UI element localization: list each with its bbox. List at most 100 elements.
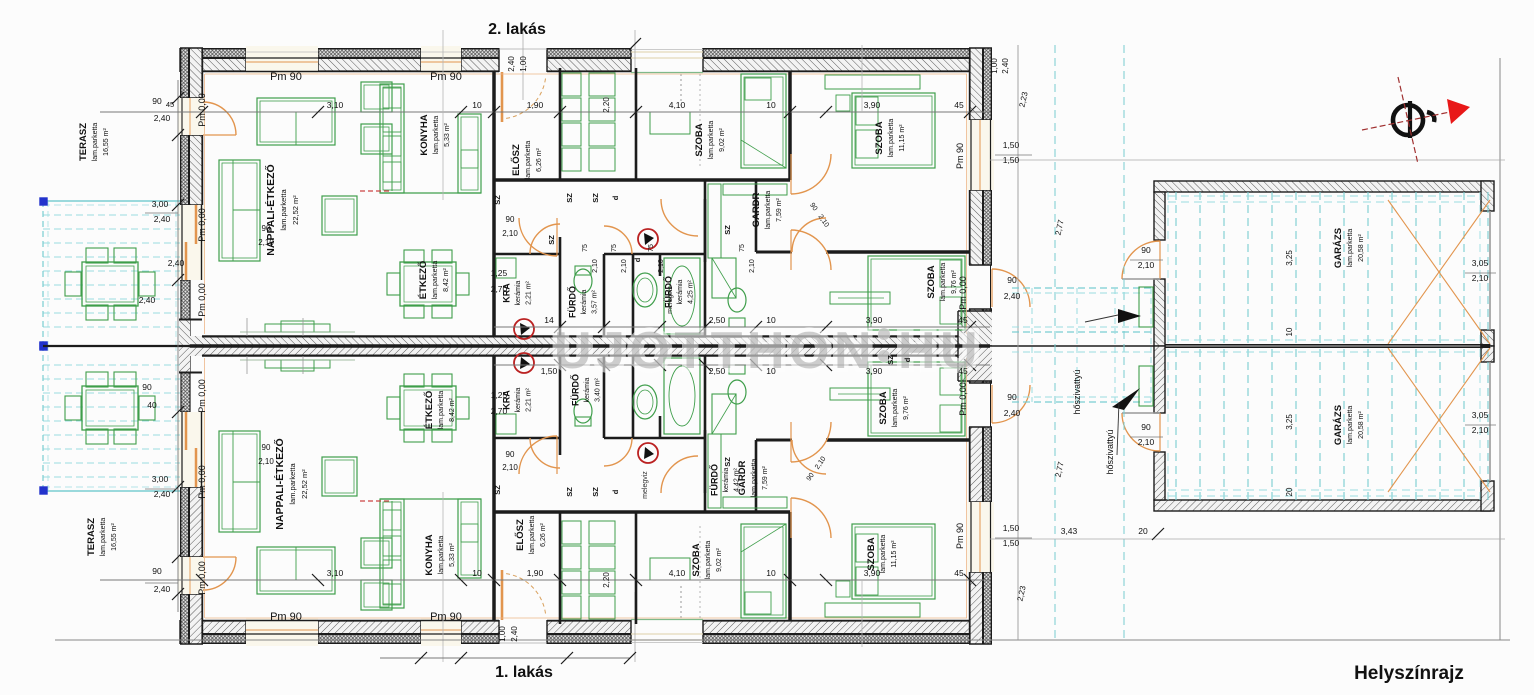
svg-text:Pm 0,00: Pm 0,00 [197, 465, 207, 499]
svg-text:10: 10 [1285, 327, 1294, 336]
svg-text:TERASZ: TERASZ [78, 123, 89, 161]
svg-text:KONYHA: KONYHA [419, 114, 430, 155]
svg-text:45: 45 [166, 100, 174, 109]
svg-text:2,10: 2,10 [1138, 437, 1155, 447]
svg-text:11,15 m²: 11,15 m² [899, 124, 906, 152]
svg-text:lam.parketta: lam.parketta [705, 541, 712, 580]
svg-text:lam.parketta: lam.parketta [438, 391, 445, 430]
svg-text:lam.parketta: lam.parketta [432, 261, 439, 300]
svg-text:2,10: 2,10 [258, 238, 274, 247]
svg-text:KONYHA: KONYHA [424, 534, 435, 575]
svg-text:2,40: 2,40 [154, 113, 171, 123]
svg-text:2. lakás: 2. lakás [488, 21, 546, 38]
svg-text:d: d [611, 195, 620, 200]
svg-text:ELŐSZ: ELŐSZ [514, 519, 526, 551]
svg-text:16,55 m²: 16,55 m² [103, 128, 110, 156]
svg-text:2,10: 2,10 [658, 259, 665, 273]
svg-text:3,25: 3,25 [1285, 250, 1294, 266]
svg-text:NAPPALI-ÉTKEZŐ: NAPPALI-ÉTKEZŐ [264, 164, 277, 255]
svg-text:SZ: SZ [493, 485, 502, 495]
svg-text:20: 20 [1138, 526, 1148, 536]
svg-text:2,40: 2,40 [510, 626, 519, 642]
svg-text:90: 90 [152, 566, 162, 576]
svg-text:ÉTKEZŐ: ÉTKEZŐ [417, 261, 429, 300]
svg-text:hőszivattyú: hőszivattyú [1072, 369, 1082, 414]
svg-text:d: d [633, 257, 642, 262]
svg-text:2,21 m²: 2,21 m² [526, 387, 533, 411]
svg-text:2,20: 2,20 [602, 97, 611, 113]
svg-text:14: 14 [544, 315, 554, 325]
svg-text:45: 45 [958, 315, 968, 325]
svg-text:90: 90 [262, 224, 271, 233]
svg-text:lam.parketta: lam.parketta [708, 121, 715, 160]
svg-text:9,02 m²: 9,02 m² [719, 127, 726, 151]
svg-text:SZ: SZ [723, 225, 732, 235]
svg-text:KRA: KRA [502, 390, 512, 410]
svg-text:FÜRDŐ: FÜRDŐ [567, 286, 578, 318]
svg-text:SZ: SZ [565, 193, 574, 203]
svg-text:2,10: 2,10 [1472, 425, 1489, 435]
svg-text:3,10: 3,10 [327, 100, 344, 110]
svg-text:22,52 m²: 22,52 m² [300, 469, 309, 499]
svg-text:75: 75 [739, 244, 746, 252]
svg-text:KRA: KRA [502, 283, 512, 303]
svg-text:2,40: 2,40 [1004, 291, 1021, 301]
svg-text:75: 75 [611, 244, 618, 252]
svg-text:1,25: 1,25 [491, 390, 508, 400]
svg-text:2,21 m²: 2,21 m² [526, 280, 533, 304]
svg-text:20: 20 [1285, 487, 1294, 496]
svg-text:SZ: SZ [591, 193, 600, 203]
svg-text:SZOBA: SZOBA [926, 265, 937, 298]
svg-text:5,33 m²: 5,33 m² [444, 122, 451, 146]
svg-text:3,40 m²: 3,40 m² [595, 377, 602, 401]
svg-text:3,90: 3,90 [866, 366, 883, 376]
svg-text:Pm 90: Pm 90 [430, 611, 462, 623]
svg-text:6,26 m²: 6,26 m² [536, 147, 543, 171]
svg-text:2,77: 2,77 [1054, 218, 1066, 236]
svg-text:Pm 0,00: Pm 0,00 [197, 379, 207, 413]
svg-text:1,50: 1,50 [541, 366, 558, 376]
svg-text:FÜRDŐ: FÜRDŐ [570, 374, 581, 406]
svg-text:1,50: 1,50 [1003, 538, 1020, 548]
svg-text:1,00: 1,00 [498, 626, 507, 642]
svg-text:90: 90 [506, 450, 515, 459]
svg-text:Helyszínrajz: Helyszínrajz [1354, 663, 1464, 684]
svg-text:SZ: SZ [547, 235, 556, 245]
svg-text:10: 10 [766, 315, 776, 325]
svg-text:HU: HU [898, 322, 982, 380]
svg-text:melegviz: melegviz [642, 471, 649, 499]
svg-text:kerámia: kerámia [515, 280, 522, 305]
svg-text:2,70: 2,70 [491, 284, 508, 294]
svg-text:2,10: 2,10 [502, 229, 518, 238]
svg-text:3,00: 3,00 [152, 199, 169, 209]
svg-text:11,15 m²: 11,15 m² [891, 540, 898, 568]
svg-text:90: 90 [506, 215, 515, 224]
svg-text:2,70: 2,70 [491, 406, 508, 416]
svg-text:7,59 m²: 7,59 m² [762, 465, 769, 489]
svg-text:3,57 m²: 3,57 m² [592, 289, 599, 313]
svg-text:3,90: 3,90 [866, 315, 883, 325]
svg-text:10: 10 [766, 366, 776, 376]
svg-text:SZOBA: SZOBA [691, 543, 702, 576]
svg-text:2,20: 2,20 [602, 572, 611, 588]
svg-text:lam.parketta: lam.parketta [765, 191, 772, 230]
svg-text:lam.parketta: lam.parketta [940, 263, 947, 302]
svg-text:2,40: 2,40 [139, 295, 156, 305]
svg-text:UJOTTHON: UJOTTHON [554, 322, 876, 380]
svg-text:lam.parketta: lam.parketta [888, 119, 895, 158]
svg-text:lam.parketta: lam.parketta [529, 516, 536, 555]
svg-text:HU: HU [898, 322, 982, 380]
svg-text:90: 90 [1141, 245, 1151, 255]
svg-text:lam.parketta: lam.parketta [525, 141, 532, 180]
svg-text:kerámia: kerámia [515, 387, 522, 412]
svg-text:lam.parketta: lam.parketta [892, 389, 899, 428]
svg-text:4,25 m²: 4,25 m² [688, 279, 695, 303]
svg-text:Pm 90: Pm 90 [955, 143, 965, 169]
svg-text:2,40: 2,40 [507, 56, 516, 72]
svg-text:3,43: 3,43 [1061, 526, 1078, 536]
svg-text:90: 90 [1007, 275, 1017, 285]
svg-text:4,10: 4,10 [669, 568, 686, 578]
svg-text:9,02 m²: 9,02 m² [716, 547, 723, 571]
svg-text:2,23: 2,23 [1016, 584, 1028, 602]
svg-text:NAPPALI-ÉTKEZŐ: NAPPALI-ÉTKEZŐ [273, 438, 286, 529]
